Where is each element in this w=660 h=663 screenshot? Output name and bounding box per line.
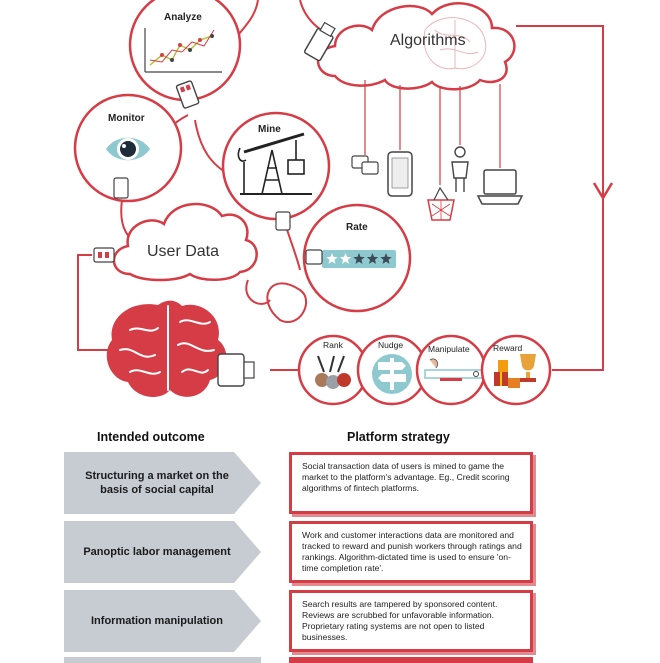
strategy-box: Search results are tampered by sponsored… — [289, 590, 533, 652]
chat-bubbles-icon — [351, 155, 379, 175]
table-row: Information manipulation Search results … — [64, 590, 534, 652]
strategy-text: Social transaction data of users is mine… — [302, 461, 510, 493]
rating-star — [353, 253, 365, 264]
outcome-text: Information manipulation — [91, 615, 223, 627]
rating-star — [339, 253, 352, 264]
rating-star — [380, 253, 392, 264]
strategy-column-header: Platform strategy — [347, 430, 450, 444]
rank-circle: Rank — [297, 334, 369, 406]
usb-plug-icon — [113, 177, 129, 199]
table-row: Structuring a market on the basis of soc… — [64, 452, 534, 514]
user-data-cloud: User Data — [112, 202, 258, 282]
rate-circle: Rate — [302, 203, 412, 313]
eye-icon — [106, 137, 150, 161]
rating-star — [366, 253, 379, 264]
medals-icon — [315, 355, 351, 389]
user-data-label: User Data — [147, 243, 219, 260]
usb-plug-icon — [217, 353, 255, 387]
usb-plug-icon — [275, 211, 291, 231]
manipulate-label: Manipulate — [428, 344, 470, 354]
brain-icon — [106, 300, 227, 397]
rank-label: Rank — [323, 340, 344, 350]
outcome-arrow: Panoptic labor management — [64, 521, 261, 583]
person-icon — [451, 146, 469, 192]
oil-pump-icon — [237, 132, 312, 195]
strategy-box: Work and customer interactions data are … — [289, 521, 533, 583]
algorithms-cloud: Algorithms — [316, 2, 516, 91]
mine-label: Mine — [258, 124, 281, 135]
monitor-circle: Monitor — [73, 93, 183, 203]
outcome-text: Structuring a market on the basis of soc… — [85, 470, 229, 496]
table-row-partial — [64, 657, 261, 663]
mine-circle: Mine — [221, 111, 331, 221]
rating-star — [326, 253, 338, 264]
strategy-text: Work and customer interactions data are … — [302, 530, 522, 573]
outcome-arrow: Information manipulation — [64, 590, 261, 652]
algorithms-label: Algorithms — [390, 32, 466, 49]
basket-icon — [427, 186, 455, 221]
reward-circle: Reward — [480, 334, 552, 406]
monitor-label: Monitor — [108, 113, 145, 124]
line-chart-icon — [144, 28, 222, 73]
usb-plug-icon — [305, 249, 323, 265]
usb-plug-icon — [93, 247, 115, 263]
outcome-arrow: Structuring a market on the basis of soc… — [64, 452, 261, 514]
outcome-column-header: Intended outcome — [97, 430, 205, 444]
signpost-icon — [372, 354, 412, 394]
usb-plug-icon — [303, 21, 336, 62]
analyze-label: Analyze — [164, 12, 202, 23]
data-flow-diagram: Algorithms Analyze — [73, 0, 614, 406]
manipulate-circle: Manipulate — [415, 334, 487, 406]
trophy-gifts-icon — [494, 354, 536, 388]
outcome-text: Panoptic labor management — [83, 546, 231, 558]
reward-label: Reward — [493, 343, 523, 353]
nudge-circle: Nudge — [356, 334, 428, 406]
usb-plug-icon — [175, 80, 200, 109]
phone-icon — [387, 151, 413, 197]
strategy-box-partial — [289, 657, 533, 663]
laptop-icon — [476, 169, 524, 205]
table-row: Panoptic labor management Work and custo… — [64, 521, 534, 583]
strategy-text: Search results are tampered by sponsored… — [302, 599, 498, 642]
rate-label: Rate — [346, 222, 368, 233]
strategy-box: Social transaction data of users is mine… — [289, 452, 533, 514]
stars-icon — [322, 250, 396, 268]
nudge-label: Nudge — [378, 340, 403, 350]
